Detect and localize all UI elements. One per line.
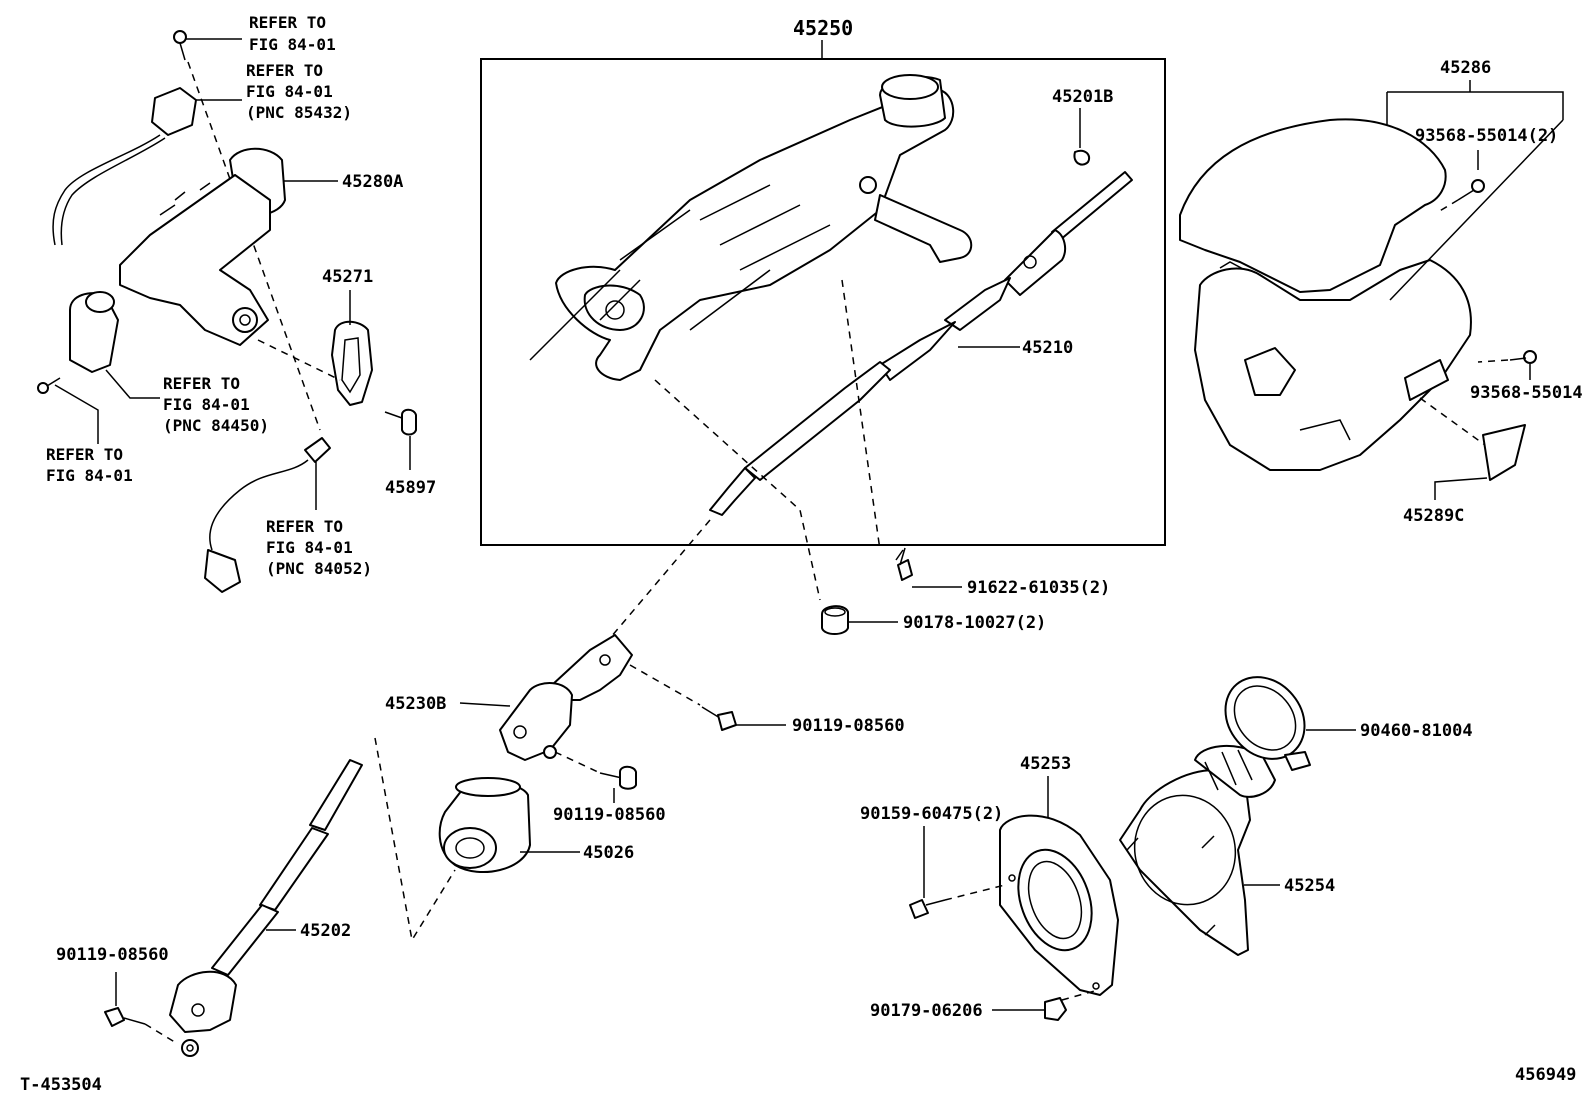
clip-45201B-illustration[interactable] xyxy=(1073,149,1091,166)
ref-fig-84052-line2: FIG 84-01 xyxy=(266,538,353,557)
ref-fig-85432-line3: (PNC 85432) xyxy=(246,103,352,122)
label-90159-60475[interactable]: 90159-60475(2) xyxy=(860,804,1003,824)
label-45250[interactable]: 45250 xyxy=(793,16,853,40)
label-45254[interactable]: 45254 xyxy=(1284,876,1335,896)
screw-left-illustration[interactable] xyxy=(37,377,61,394)
label-45280A[interactable]: 45280A xyxy=(342,172,403,192)
label-45210[interactable]: 45210 xyxy=(1022,338,1073,358)
label-45271[interactable]: 45271 xyxy=(322,267,373,287)
ref-fig-left-line2: FIG 84-01 xyxy=(46,466,133,485)
label-93568-55014-2[interactable]: 93568-55014(2) xyxy=(1415,126,1558,146)
label-90119-08560-a[interactable]: 90119-08560 xyxy=(792,716,905,736)
label-45026[interactable]: 45026 xyxy=(583,843,634,863)
hole-cover-45253-illustration[interactable] xyxy=(999,814,1119,996)
label-90119-08560-c[interactable]: 90119-08560 xyxy=(56,945,169,965)
bolt-90119-08560-b-illustration[interactable] xyxy=(599,765,637,790)
connector-85432-illustration[interactable] xyxy=(52,87,197,246)
sensor-84052-illustration[interactable] xyxy=(204,437,331,593)
column-assembly-frame xyxy=(480,58,1166,546)
nut-90178-10027-illustration[interactable] xyxy=(821,605,849,635)
intermediate-shaft-45202-illustration[interactable] xyxy=(169,759,363,1057)
label-90460-81004[interactable]: 90460-81004 xyxy=(1360,721,1473,741)
boot-45026-illustration[interactable] xyxy=(438,777,531,873)
screw-93568-55014-illustration[interactable] xyxy=(1509,350,1537,364)
column-cover-upper-illustration[interactable] xyxy=(1179,118,1447,293)
ref-fig-84052-line1: REFER TO xyxy=(266,517,343,536)
bolt-90159-60475-illustration[interactable] xyxy=(909,899,946,919)
clamp-90460-81004-illustration[interactable] xyxy=(1209,661,1321,775)
footer-right-code: 456949 xyxy=(1515,1065,1576,1085)
label-45253[interactable]: 45253 xyxy=(1020,754,1071,774)
label-45201B[interactable]: 45201B xyxy=(1052,87,1113,107)
label-45289C[interactable]: 45289C xyxy=(1403,506,1464,526)
screw-93568-55014-2-illustration[interactable] xyxy=(1457,179,1485,201)
label-45202[interactable]: 45202 xyxy=(300,921,351,941)
lock-housing-45280A-illustration[interactable] xyxy=(119,147,286,346)
main-shaft-45210-illustration[interactable] xyxy=(709,171,1133,516)
pad-45289C-illustration[interactable] xyxy=(1482,424,1526,481)
ref-fig-85432-line2: FIG 84-01 xyxy=(246,82,333,101)
screw-45897-illustration[interactable] xyxy=(384,408,417,436)
label-90178-10027[interactable]: 90178-10027(2) xyxy=(903,613,1046,633)
bolt-90119-08560-c-illustration[interactable] xyxy=(104,1007,146,1027)
label-45230B[interactable]: 45230B xyxy=(385,694,446,714)
label-90119-08560-b[interactable]: 90119-08560 xyxy=(553,805,666,825)
label-45897[interactable]: 45897 xyxy=(385,478,436,498)
screw-top-illustration[interactable] xyxy=(173,30,187,61)
steering-column-upper-illustration[interactable] xyxy=(529,74,973,381)
ref-fig-top-line2: FIG 84-01 xyxy=(249,35,336,54)
label-90179-06206[interactable]: 90179-06206 xyxy=(870,1001,983,1021)
ref-fig-top-line1: REFER TO xyxy=(249,13,326,32)
column-cover-lower-illustration[interactable] xyxy=(1194,259,1472,471)
footer-left-code: T-453504 xyxy=(20,1075,102,1095)
label-45286[interactable]: 45286 xyxy=(1440,58,1491,78)
bolt-91622-61035-illustration[interactable] xyxy=(895,547,913,581)
bracket-45271-illustration[interactable] xyxy=(331,320,373,406)
bolt-90119-08560-a-illustration[interactable] xyxy=(701,706,737,731)
nut-90179-06206-illustration[interactable] xyxy=(1044,997,1067,1021)
switch-84450-illustration[interactable] xyxy=(69,291,119,373)
label-93568-55014[interactable]: 93568-55014 xyxy=(1470,383,1583,403)
hole-cover-45254-illustration[interactable] xyxy=(1119,744,1276,956)
ref-fig-left-line1: REFER TO xyxy=(46,445,123,464)
ref-fig-84450-line3: (PNC 84450) xyxy=(163,416,269,435)
ref-fig-84450-line1: REFER TO xyxy=(163,374,240,393)
ref-fig-84052-line3: (PNC 84052) xyxy=(266,559,372,578)
ref-fig-84450-line2: FIG 84-01 xyxy=(163,395,250,414)
ref-fig-85432-line1: REFER TO xyxy=(246,61,323,80)
label-91622-61035[interactable]: 91622-61035(2) xyxy=(967,578,1110,598)
universal-joint-45230B-illustration[interactable] xyxy=(499,634,633,761)
